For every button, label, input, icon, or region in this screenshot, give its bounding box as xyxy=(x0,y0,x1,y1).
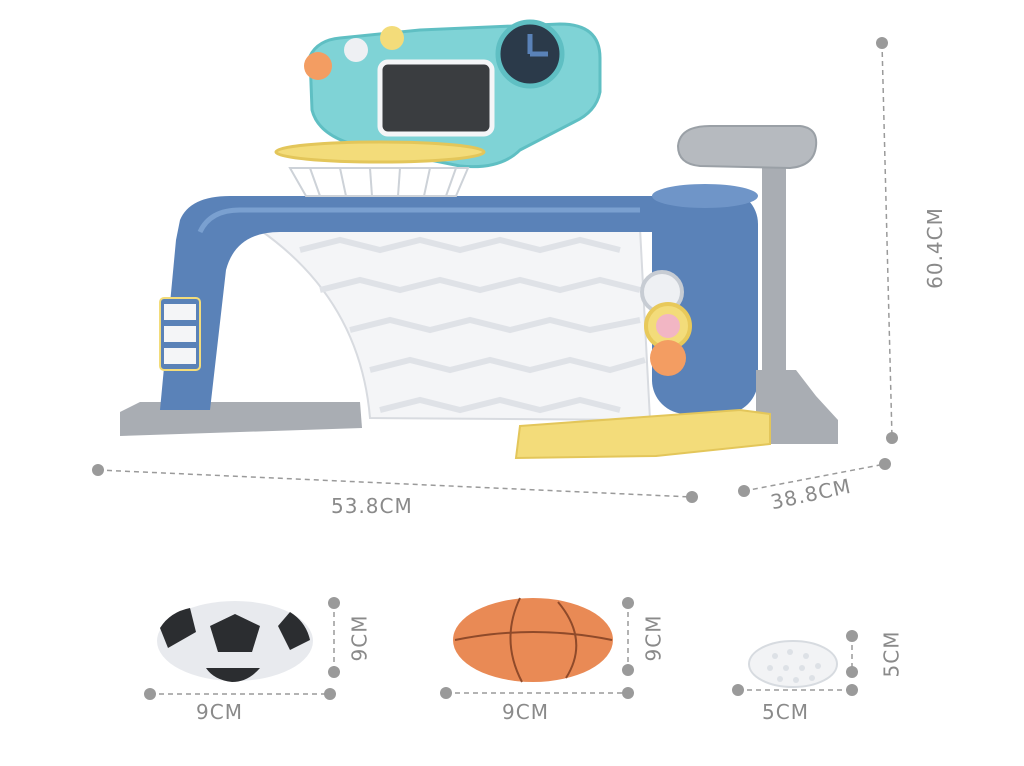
basketball-hoop-icon xyxy=(274,140,486,197)
soccer-width-label: 9CM xyxy=(196,700,243,724)
soccer-height-label: 9CM xyxy=(347,614,372,662)
basketball-width-label: 9CM xyxy=(502,700,549,724)
dimension-lines xyxy=(92,37,898,700)
golf-club-icon xyxy=(676,125,838,444)
width-label: 53.8CM xyxy=(331,494,413,518)
ball-launcher-icon xyxy=(514,408,771,460)
golf-width-label: 5CM xyxy=(762,700,809,724)
golf-height-label: 5CM xyxy=(879,630,904,678)
backboard-icon xyxy=(304,19,602,169)
goal-frame-icon xyxy=(120,184,758,436)
golf-ball-icon xyxy=(748,640,838,688)
basketball-icon xyxy=(453,597,613,683)
height-label: 60.4CM xyxy=(922,207,947,289)
soccer-ball-icon xyxy=(157,601,313,682)
basketball-height-label: 9CM xyxy=(641,614,666,662)
